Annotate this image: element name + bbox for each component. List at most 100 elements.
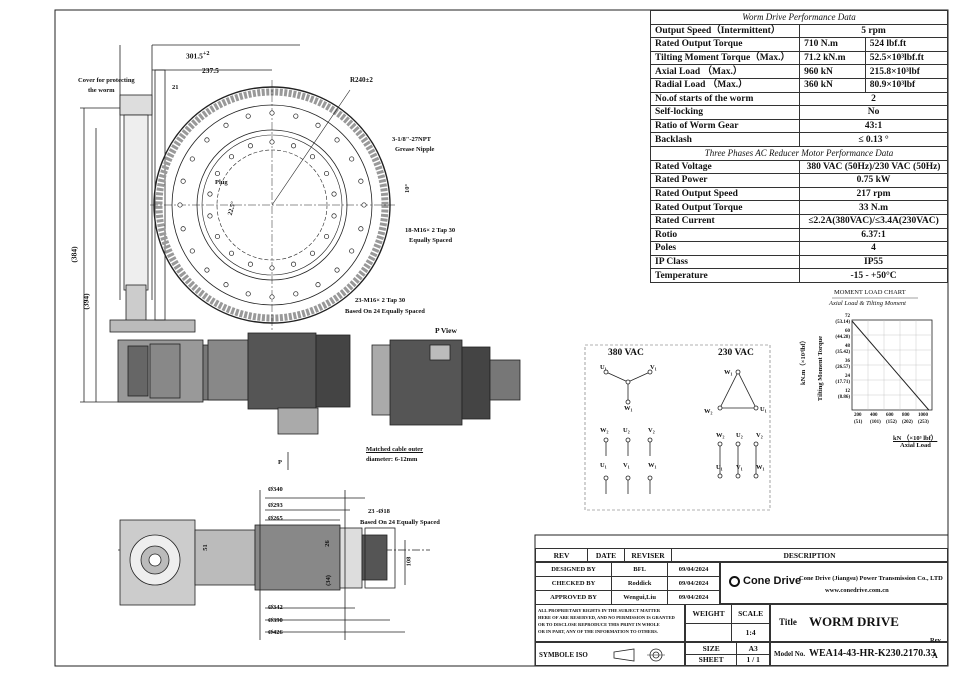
symbol-label: SYMBOLE ISO xyxy=(539,651,588,659)
performance-cell: Rated Output Torque xyxy=(649,200,801,215)
gear-ring-top-view xyxy=(150,80,395,330)
rev-value: A xyxy=(932,651,938,660)
terminal xyxy=(625,437,631,443)
performance-cell: 524 lbf.ft xyxy=(864,37,949,52)
tap-hole xyxy=(228,154,235,160)
sheet-value: 1 / 1 xyxy=(736,653,770,666)
tap-hole xyxy=(214,233,220,240)
performance-cell: Ratio of Worm Gear xyxy=(649,118,801,134)
label-cover-2: the worm xyxy=(88,87,115,94)
term-u1: U₁ xyxy=(600,462,607,469)
bolt-holes-inner xyxy=(207,139,337,271)
model-label: Model No. xyxy=(774,650,806,658)
dim-51: 51 xyxy=(201,544,209,551)
chart-y-tick: (35.42) xyxy=(835,350,850,355)
term-230-u1: U₁ xyxy=(716,464,723,471)
chart-x-tick: (101) xyxy=(870,420,881,425)
weight-value xyxy=(684,622,733,642)
terminal xyxy=(735,441,741,447)
weight-label: WEIGHT xyxy=(684,604,733,624)
chart-subtitle: Axial Load & Tilting Moment xyxy=(829,300,906,307)
performance-cell: Rotio xyxy=(649,227,801,243)
title-cell: Title WORM DRIVE xyxy=(770,604,948,642)
symbol-iso: SYMBOLE ISO xyxy=(535,642,685,666)
approver: Wengui,Liu xyxy=(611,590,669,605)
chart-x-tick: (152) xyxy=(886,420,897,425)
bolt-hole xyxy=(204,267,210,273)
terminal xyxy=(603,437,609,443)
wire-w1: W₁ xyxy=(624,405,633,412)
rights-line: OR IN PART, ANY OF THE INFORMATION TO OT… xyxy=(538,629,658,634)
bolt-hole xyxy=(358,226,364,232)
rights-line: OR TO DISCLOSE REPRODUCE THIS PRINT IN W… xyxy=(538,622,660,627)
terminal xyxy=(735,473,741,479)
performance-cell: 217 rpm xyxy=(799,186,948,202)
bolt-hole xyxy=(361,202,367,208)
chart-y-tick: (26.57) xyxy=(835,365,850,370)
performance-cell: Rated Output Torque xyxy=(649,37,801,52)
checked-by-label: CHECKED BY xyxy=(534,576,613,591)
size-label: SIZE xyxy=(684,642,738,655)
performance-cell: Rated Output Speed xyxy=(649,186,801,202)
performance-cell: Self-locking xyxy=(649,105,801,120)
term-230-w2: W₂ xyxy=(716,432,725,439)
term-v2: V₂ xyxy=(648,427,655,434)
performance-row: Three Phases AC Reducer Motor Performanc… xyxy=(650,145,948,161)
performance-cell: 4 xyxy=(799,241,948,256)
dim-237: 237.5 xyxy=(202,66,219,75)
designed-date: 09/04/2024 xyxy=(667,562,720,577)
bolt-hole xyxy=(334,137,340,143)
bolt-hole xyxy=(315,122,321,128)
performance-cell: Radial Load （Max.） xyxy=(649,77,801,93)
dim-390: Ø390 xyxy=(268,617,283,624)
bolt-hole xyxy=(349,156,355,162)
chart-x-tick: (202) xyxy=(902,420,913,425)
term-w2: W₂ xyxy=(600,427,609,434)
tap-hole xyxy=(207,213,213,219)
performance-cell: ≤ 0.13 ° xyxy=(799,132,948,147)
tap-hole xyxy=(290,143,297,149)
bolt-holes-outer xyxy=(177,110,367,300)
bolt-hole xyxy=(223,122,229,128)
performance-cell: 960 kN xyxy=(799,64,866,79)
performance-cell: 80.9×10³lbf xyxy=(864,77,949,93)
moment-load-chart xyxy=(832,297,933,411)
label-taps-18: 18-M16× 2 Tap 30 xyxy=(405,227,456,234)
designer: BFL xyxy=(611,562,669,577)
performance-cell: Poles xyxy=(649,241,801,256)
bolt-hole xyxy=(269,294,275,300)
performance-cell: -15 - +50°C xyxy=(799,268,948,283)
chart-ylabel: kN.m（×10³lbf） xyxy=(800,336,808,386)
logo-icon xyxy=(729,575,740,587)
description-header: DESCRIPTION xyxy=(671,548,948,562)
label-holes: 23 -Ø18 xyxy=(368,508,390,515)
performance-cell: Rated Power xyxy=(649,173,801,188)
performance-cell: 6.37:1 xyxy=(799,227,948,243)
bolt-hole xyxy=(177,202,183,208)
revision-table: REV DATE REVISER DESCRIPTION xyxy=(535,548,948,562)
chart-xlabel2: Axial Load xyxy=(900,442,931,449)
performance-cell: Temperature xyxy=(649,268,801,283)
terminal xyxy=(717,441,723,447)
title-value: WORM DRIVE xyxy=(809,614,899,629)
chart-y-tick: (53.14) xyxy=(835,320,850,325)
bolt-hole xyxy=(315,282,321,288)
chart-y-tick: 36 xyxy=(845,359,850,364)
bolt-hole xyxy=(223,282,229,288)
tap-hole xyxy=(214,170,220,177)
bolt-hole xyxy=(349,248,355,254)
chart-x-tick: 800 xyxy=(902,413,910,418)
angle-10: 10° xyxy=(404,183,412,194)
bolt-hole xyxy=(180,178,186,184)
terminal xyxy=(603,475,609,481)
company-web: www.conedrive.com.cn xyxy=(825,587,889,594)
performance-cell: 33 N.m xyxy=(799,200,948,215)
label-cable-1: Matched cable outer xyxy=(366,446,424,453)
chart-y-tick: (8.86) xyxy=(837,395,850,400)
chart-x-tick: 200 xyxy=(854,413,862,418)
